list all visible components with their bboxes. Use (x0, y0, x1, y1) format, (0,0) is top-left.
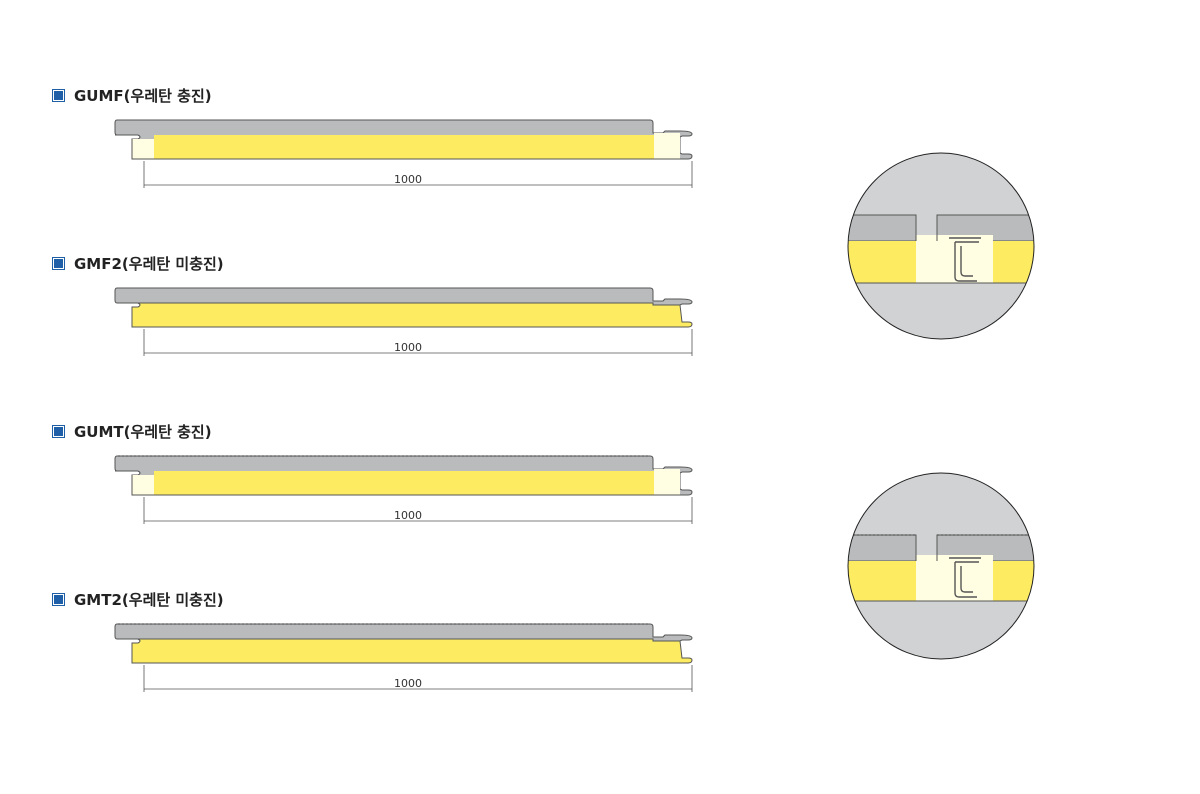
panel-4-section: 1000 (114, 623, 693, 692)
panel-1-dimension: 1000 (394, 173, 422, 186)
detail-2-foam-right (993, 561, 1034, 601)
panel-2-label: GMF2(우레탄 미충진) (52, 253, 224, 274)
panel-1-title: GUMF(우레탄 충진) (74, 87, 212, 105)
panel-3-label: GUMT(우레탄 충진) (52, 421, 212, 442)
detail-1-foam-left (848, 241, 916, 283)
joint-detail-2 (847, 472, 1035, 660)
panel-1-label: GUMF(우레탄 충진) (52, 85, 212, 106)
panel-2-foam (131, 298, 693, 328)
panel-4-dimension: 1000 (394, 677, 422, 690)
panel-4-skin (114, 623, 693, 642)
joint-detail-1 (847, 152, 1035, 340)
square-bullet-icon (52, 593, 65, 606)
detail-2-skin-left (848, 534, 917, 562)
panel-2-dimension-line (143, 329, 693, 356)
panel-1-dimension-line (143, 161, 693, 188)
panel-3-dimension-line (143, 497, 693, 524)
panel-3-joint-left (132, 475, 154, 495)
detail-2-foam-left (848, 561, 916, 601)
detail-1-lock-profile (949, 237, 981, 282)
panel-4-title: GMT2(우레탄 미충진) (74, 591, 224, 609)
panel-1-joint-left (132, 139, 154, 159)
panel-1-joint-right (654, 133, 680, 159)
panel-1-section: 1000 (114, 119, 693, 188)
detail-1-skin-left (848, 214, 917, 242)
detail-1-foam-right (993, 241, 1034, 283)
square-bullet-icon (52, 425, 65, 438)
panel-2-title: GMF2(우레탄 미충진) (74, 255, 224, 273)
panel-2-skin (114, 287, 693, 306)
panel-2-dimension: 1000 (394, 341, 422, 354)
square-bullet-icon (52, 257, 65, 270)
panel-4-label: GMT2(우레탄 미충진) (52, 589, 224, 610)
panel-1-foam (154, 135, 654, 159)
panel-4-dimension-line (143, 665, 693, 692)
panel-3-section: 1000 (114, 455, 693, 524)
detail-2-lock-profile (949, 557, 981, 598)
panel-3-joint-right (654, 469, 680, 495)
panel-3-foam (154, 471, 654, 495)
panel-4-foam (131, 634, 693, 664)
square-bullet-icon (52, 89, 65, 102)
panel-3-dimension: 1000 (394, 509, 422, 522)
panel-3-title: GUMT(우레탄 충진) (74, 423, 212, 441)
panel-2-section: 1000 (114, 287, 693, 356)
